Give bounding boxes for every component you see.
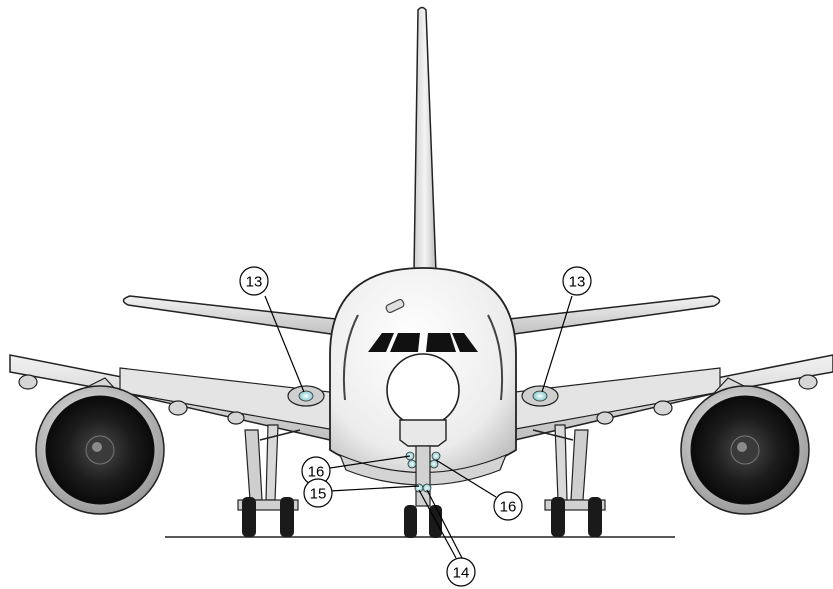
callout-16-right: 16: [494, 492, 522, 520]
horizontal-stabilizer-left: [123, 296, 345, 336]
engine-left: [36, 386, 164, 514]
wing-light-left: [288, 386, 324, 406]
svg-text:16: 16: [308, 464, 325, 481]
svg-text:13: 13: [246, 274, 263, 291]
svg-text:13: 13: [569, 274, 586, 291]
callout-13-right: 13: [563, 267, 591, 295]
callout-15: 15: [304, 479, 332, 507]
wing-light-right: [522, 386, 558, 406]
vertical-stabilizer: [414, 8, 436, 273]
engine-right: [681, 386, 809, 514]
callout-13-left: 13: [240, 267, 268, 295]
main-gear-left: [238, 425, 300, 537]
svg-text:16: 16: [500, 499, 517, 516]
svg-text:14: 14: [453, 565, 470, 582]
horizontal-stabilizer-right: [500, 296, 720, 336]
main-gear-right: [533, 425, 605, 537]
radome: [387, 354, 459, 426]
svg-text:15: 15: [310, 486, 327, 503]
callout-14: 14: [447, 558, 475, 586]
